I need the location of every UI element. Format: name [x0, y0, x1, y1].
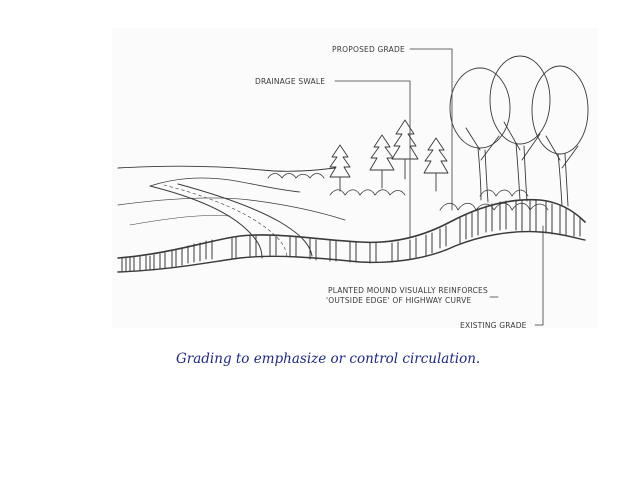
field-line — [129, 215, 231, 226]
leader-lines — [334, 48, 544, 326]
existing-grade-leader — [534, 225, 544, 326]
deciduous-trees — [449, 55, 589, 207]
road-edge-right — [177, 183, 313, 257]
drainage-swale-leader — [334, 80, 411, 239]
road-centerline — [163, 184, 288, 258]
proposed-grade-leader — [409, 48, 453, 211]
proposed-grade-line — [117, 198, 586, 259]
soil-hatching — [121, 199, 581, 272]
horizon-line — [117, 165, 336, 172]
section-base-line — [117, 230, 586, 273]
conifer-group — [329, 119, 449, 192]
field-line — [117, 197, 346, 221]
road-edge-left — [149, 185, 263, 259]
figure-caption: Grading to emphasize or control circulat… — [176, 351, 481, 367]
drainage-swale-label: DRAINAGE SWALE — [255, 77, 326, 86]
shrub-mass — [267, 173, 549, 211]
distant-hill — [149, 177, 301, 193]
planted-mound-label-line2: 'OUTSIDE EDGE' OF HIGHWAY CURVE — [326, 296, 472, 305]
proposed-grade-label: PROPOSED GRADE — [332, 45, 405, 54]
planted-mound-label-line1: PLANTED MOUND VISUALLY REINFORCES — [328, 286, 488, 295]
existing-grade-label: EXISTING GRADE — [460, 321, 527, 330]
